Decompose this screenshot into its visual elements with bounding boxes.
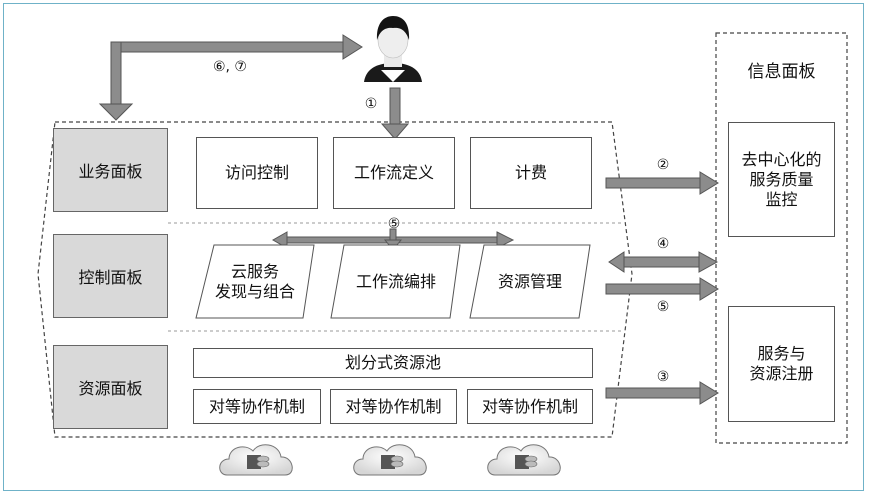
figure-frame	[3, 3, 864, 491]
marker-4: ④	[656, 236, 670, 252]
user-down-arrow	[380, 87, 410, 140]
service-registry-box: 服务与 资源注册	[728, 306, 835, 422]
arrow-control-out	[605, 277, 719, 301]
marker-1: ①	[364, 96, 378, 112]
marker-2: ②	[656, 157, 670, 173]
cloud-server-icon	[353, 444, 427, 476]
resource-layer-label: 资源面板	[53, 345, 168, 429]
control-box-1	[195, 244, 315, 319]
control-layer-label: 控制面板	[53, 234, 168, 318]
info-panel-title: 信息面板	[747, 62, 816, 83]
p2p-mechanism-1: 对等协作机制	[193, 389, 321, 424]
system-boundary	[37, 121, 633, 438]
billing-box: 计费	[470, 137, 592, 209]
arrow-to-registry	[605, 381, 719, 405]
marker-6-7: ⑥, ⑦	[212, 59, 247, 75]
p2p-mechanism-3: 对等协作机制	[467, 389, 593, 424]
business-layer-label: 业务面板	[53, 128, 168, 212]
control-box-3	[469, 244, 591, 319]
arrow-bidirectional	[608, 251, 719, 273]
user-icon	[364, 16, 422, 82]
decentralized-qos-monitor-box: 去中心化的 服务质量 监控	[728, 122, 835, 237]
workflow-orchestration-label: 工作流编排	[355, 272, 436, 291]
loop-arrow	[98, 34, 363, 121]
workflow-definition-box: 工作流定义	[333, 137, 455, 209]
partitioned-resource-pool: 划分式资源池	[193, 348, 593, 378]
info-panel-boundary	[715, 32, 848, 444]
resource-management-label: 资源管理	[497, 272, 562, 291]
p2p-mechanism-2: 对等协作机制	[330, 389, 457, 424]
arrow-to-monitor	[605, 171, 719, 195]
cloud-service-discovery-label: 云服务 发现与组合	[214, 262, 295, 301]
marker-5-internal: ⑤	[387, 216, 401, 232]
cloud-server-icon	[219, 444, 293, 476]
marker-3: ③	[656, 369, 670, 385]
control-box-2	[330, 244, 461, 319]
access-control-box: 访问控制	[196, 137, 318, 209]
marker-5-out: ⑤	[656, 299, 670, 315]
cloud-server-icon	[487, 444, 561, 476]
